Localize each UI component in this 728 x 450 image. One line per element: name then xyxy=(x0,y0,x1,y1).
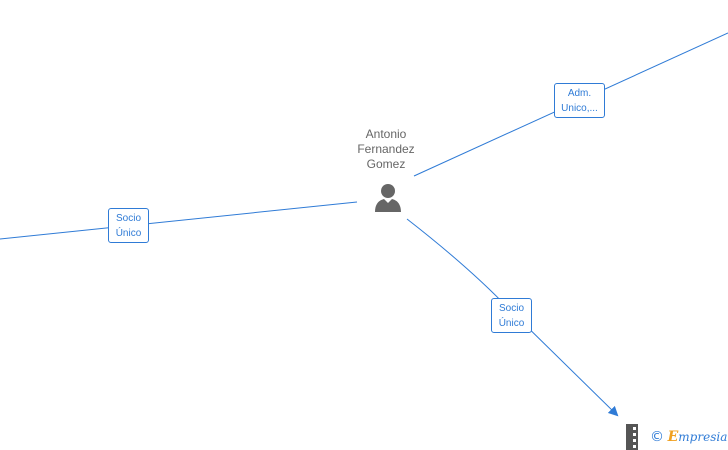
relation-label-line: Único xyxy=(115,228,142,239)
relation-label-socio-unico-left[interactable]: Socio Único xyxy=(108,208,149,243)
relation-label-line: Adm. xyxy=(567,88,592,99)
person-name-line-3: Gomez xyxy=(366,157,406,171)
person-name-line-2: Fernandez xyxy=(357,142,415,156)
relation-label-adm-unico[interactable]: Adm. Unico,... xyxy=(554,83,605,118)
copyright-footer: © Empresia xyxy=(650,429,727,445)
copyright-symbol: © xyxy=(650,429,664,445)
relation-label-line: Socio xyxy=(498,303,524,314)
relation-label-line: Único xyxy=(498,318,525,329)
relation-label-line: Unico,... xyxy=(561,103,598,114)
person-icon[interactable] xyxy=(372,182,404,214)
building-icon[interactable] xyxy=(626,424,638,450)
relation-label-line: Socio xyxy=(115,213,141,224)
brand-name: mpresia xyxy=(678,430,728,444)
edge-line-left xyxy=(0,201,358,240)
brand-logo: Empresia xyxy=(667,429,728,445)
person-name: Antonio Fernandez Gomez xyxy=(346,127,426,172)
brand-initial: E xyxy=(667,429,679,445)
relation-label-socio-unico-down[interactable]: Socio Único xyxy=(491,298,532,333)
person-name-line-1: Antonio xyxy=(365,127,407,141)
